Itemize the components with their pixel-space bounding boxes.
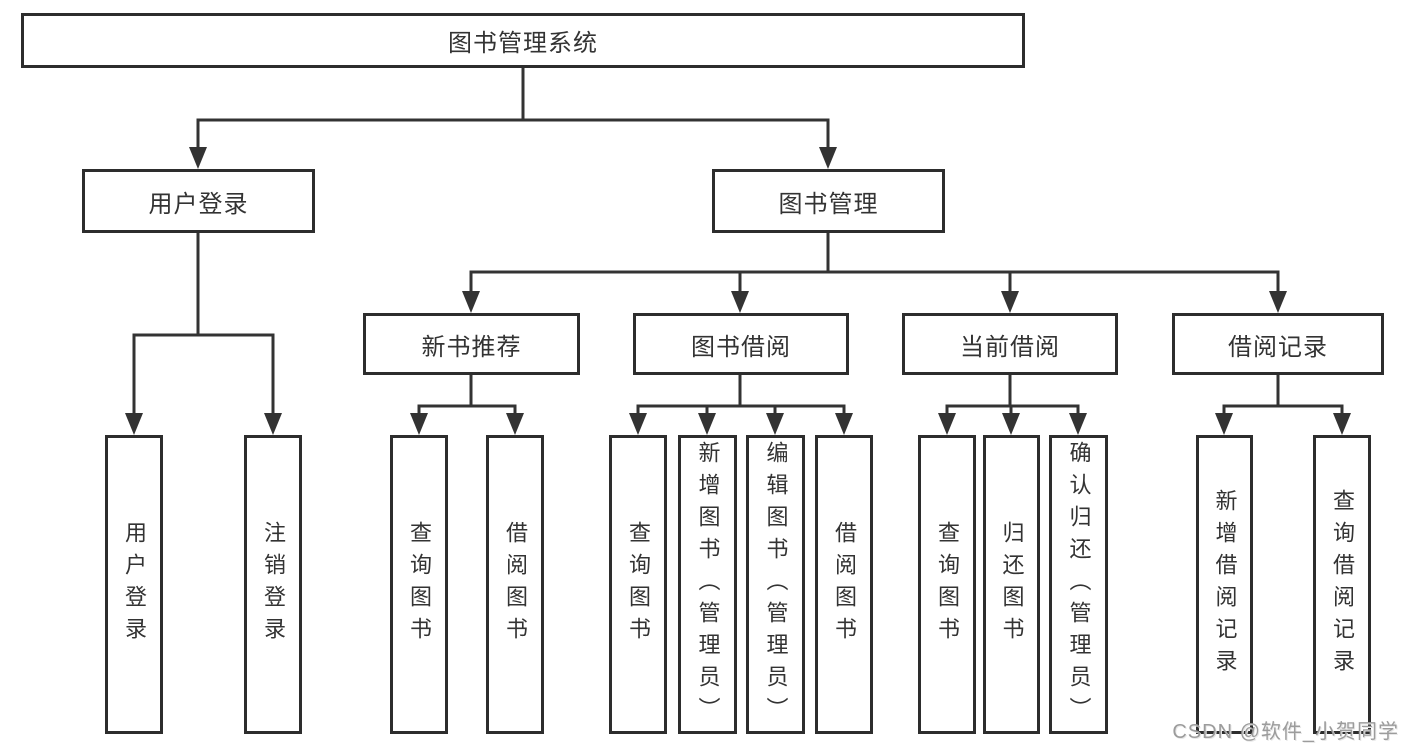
watermark-csdn: CSDN @软件_小贺同学 — [1172, 721, 1399, 743]
node-label: 用户登录 — [148, 190, 249, 218]
leaf-nb-borrow-books: 借阅图书 — [486, 435, 544, 734]
leaf-cb-confirm-return-admin: 确认归还（管理员） — [1049, 435, 1108, 734]
node-user-login: 用户登录 — [82, 169, 315, 233]
leaf-bb-borrow-books: 借阅图书 — [815, 435, 873, 734]
node-label: 注销登录 — [261, 520, 286, 649]
leaf-cb-query-books: 查询图书 — [918, 435, 976, 734]
node-borrowing-records: 借阅记录 — [1172, 313, 1384, 375]
node-label: 借阅记录 — [1228, 333, 1328, 361]
leaf-bb-add-books-admin: 新增图书（管理员） — [678, 435, 737, 734]
node-label: 新增借阅记录 — [1212, 488, 1238, 681]
node-current-borrowing: 当前借阅 — [902, 313, 1118, 375]
leaf-br-query-record: 查询借阅记录 — [1313, 435, 1371, 734]
leaf-user-login: 用户登录 — [105, 435, 163, 734]
node-label: 查询图书 — [626, 520, 651, 649]
node-label: 图书管理系统 — [448, 30, 598, 57]
node-label: 图书借阅 — [691, 333, 791, 361]
node-label: 新书推荐 — [421, 333, 522, 361]
node-book-borrowing: 图书借阅 — [633, 313, 849, 375]
leaf-cb-return-books: 归还图书 — [983, 435, 1040, 734]
node-new-book-recommendation: 新书推荐 — [363, 313, 580, 375]
leaf-nb-query-books: 查询图书 — [390, 435, 448, 734]
node-label: 新增图书（管理员） — [695, 440, 721, 729]
leaf-bb-edit-books-admin: 编辑图书（管理员） — [746, 435, 805, 734]
node-label: 查询图书 — [407, 520, 432, 649]
leaf-br-add-record: 新增借阅记录 — [1196, 435, 1253, 734]
node-library-management-system: 图书管理系统 — [21, 13, 1025, 68]
node-label: 借阅图书 — [503, 520, 528, 649]
node-label: 编辑图书（管理员） — [763, 440, 789, 729]
node-label: 查询图书 — [935, 520, 960, 649]
node-label: 借阅图书 — [832, 520, 857, 649]
node-label: 图书管理 — [778, 190, 879, 218]
leaf-bb-query-books: 查询图书 — [609, 435, 667, 734]
node-label: 查询借阅记录 — [1330, 488, 1355, 681]
node-label: 用户登录 — [122, 520, 147, 649]
node-book-management: 图书管理 — [712, 169, 945, 233]
node-label: 确认归还（管理员） — [1066, 440, 1092, 729]
node-label: 归还图书 — [999, 520, 1025, 649]
leaf-logout: 注销登录 — [244, 435, 302, 734]
node-label: 当前借阅 — [960, 333, 1060, 361]
